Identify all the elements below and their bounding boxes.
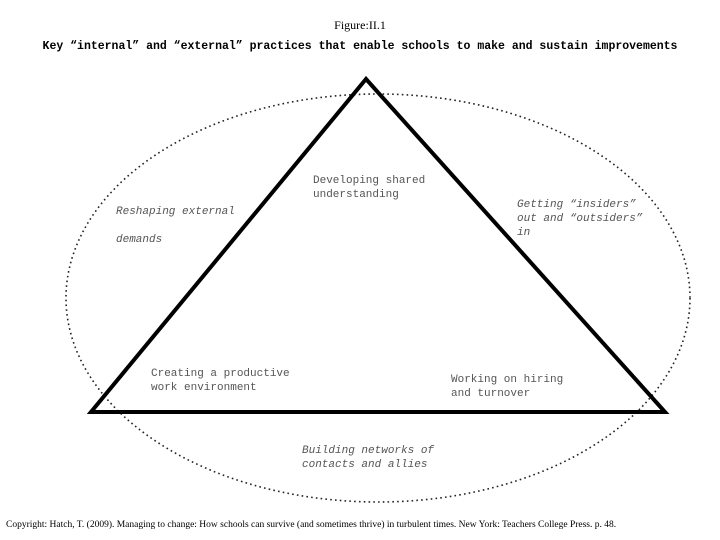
label-reshaping-external-demands: Reshaping external demands — [116, 206, 235, 246]
label-developing-shared-understanding: Developing shared understanding — [313, 175, 426, 201]
label-building-networks: Building networks of contacts and allies — [302, 445, 435, 471]
figure-label: Figure:II.1 — [334, 18, 386, 32]
label-hiring-turnover: Working on hiring and turnover — [451, 374, 564, 400]
label-productive-work-environment: Creating a productive work environment — [151, 368, 290, 394]
central-triangle — [86, 75, 670, 414]
outer-ellipse — [65, 93, 691, 503]
diagram-title: Key “internal” and “external” practices … — [42, 40, 678, 53]
copyright-citation: Copyright: Hatch, T. (2009). Managing to… — [6, 520, 617, 530]
label-insiders-outsiders: Getting “insiders” out and “outsiders” i… — [517, 199, 643, 239]
